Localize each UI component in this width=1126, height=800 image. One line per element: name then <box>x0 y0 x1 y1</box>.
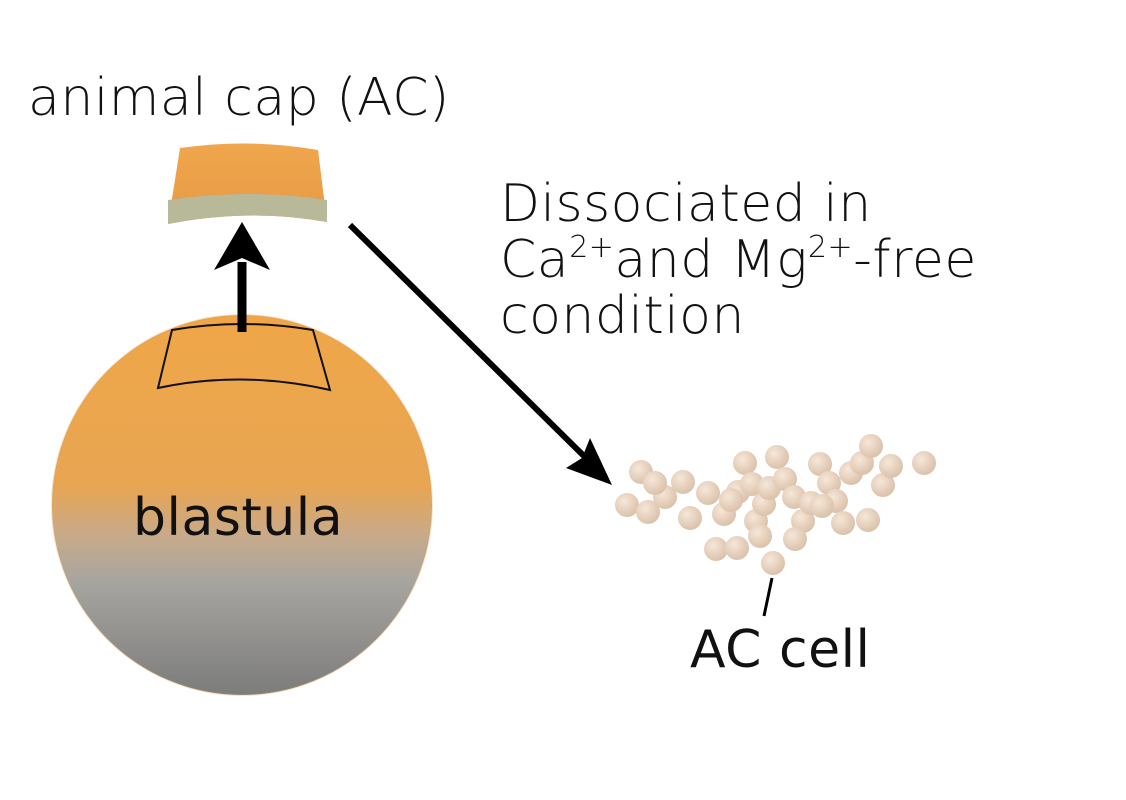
ac-cell <box>696 481 720 505</box>
blastula-sphere <box>52 315 432 695</box>
ca-charge: 2+ <box>569 230 615 265</box>
ac-cell-cluster <box>615 434 936 575</box>
mg-charge: 2+ <box>807 230 854 265</box>
ac-cell <box>817 471 841 495</box>
ac-cell <box>879 454 903 478</box>
ac-cell <box>831 511 855 535</box>
animal-cap <box>168 143 327 224</box>
ac-cell-pointer <box>762 577 774 617</box>
dissociation-arrow <box>347 222 612 485</box>
condition-line-2: Ca2+and Mg2+-free <box>500 233 977 287</box>
condition-line-3: condition <box>500 286 745 346</box>
ac-cell <box>765 445 789 469</box>
condition-line-1: Dissociated in <box>500 174 872 234</box>
ac-cell <box>808 452 832 476</box>
excision-outline <box>156 323 332 392</box>
ac-cell <box>643 471 667 495</box>
ac-cell <box>856 508 880 532</box>
ca-text: Ca <box>500 230 570 290</box>
blastula-label: blastula <box>133 488 344 548</box>
ac-cell <box>719 488 743 512</box>
excision-arrow <box>214 222 270 332</box>
ac-cell <box>671 470 695 494</box>
ac-cell <box>733 451 757 475</box>
ac-cell <box>748 524 772 548</box>
ac-cell <box>859 434 883 458</box>
condition-text: Dissociated in Ca2+and Mg2+-free conditi… <box>500 178 977 342</box>
ac-cell <box>704 537 728 561</box>
ac-cell <box>725 536 749 560</box>
ac-cell <box>761 551 785 575</box>
ac-cell <box>791 509 815 533</box>
free-text: -free <box>853 230 977 290</box>
ac-cell <box>810 494 834 518</box>
ac-cell <box>783 527 807 551</box>
ac-cell-label: AC cell <box>690 620 871 680</box>
and-mg-text: and Mg <box>614 230 808 290</box>
ac-cell <box>912 451 936 475</box>
animal-cap-label: animal cap (AC) <box>28 68 450 128</box>
ac-cell <box>678 506 702 530</box>
ac-cell <box>773 467 797 491</box>
ac-cell <box>615 493 639 517</box>
ac-cell <box>636 500 660 524</box>
ac-cell <box>871 473 895 497</box>
